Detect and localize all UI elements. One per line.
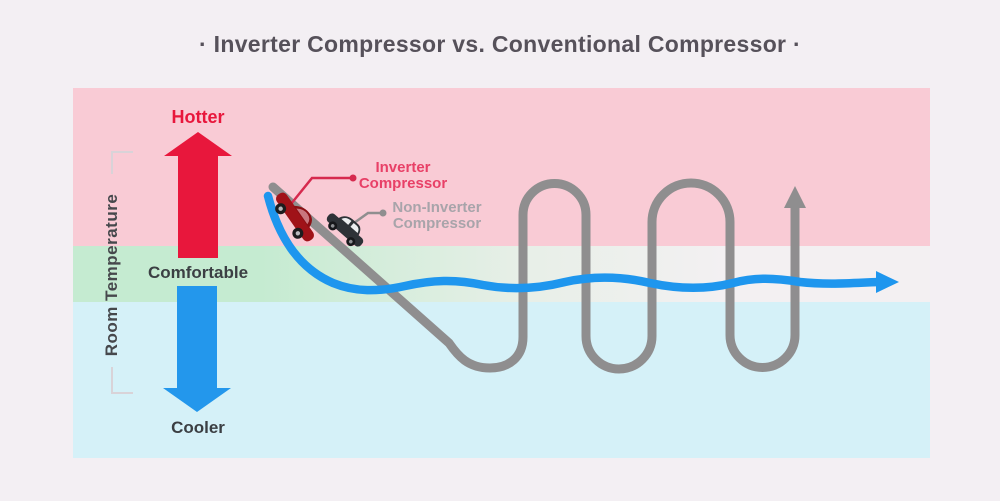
non-inverter-compressor-label: Non-Inverter Compressor [392, 200, 481, 232]
car-wheel-hub [330, 224, 335, 228]
room-temperature-axis-label: Room Temperature [102, 193, 121, 357]
car-cabin [337, 216, 361, 237]
non-inverter-callout-line [353, 211, 380, 225]
inverter-compressor-label-line1: Inverter [375, 159, 431, 176]
inverter-curve-arrowhead [876, 271, 899, 293]
car-window [341, 217, 352, 225]
inverter-compressor-label: Inverter Compressor [359, 160, 447, 192]
hotter-zone-label: Hotter [171, 107, 225, 127]
page-title: · Inverter Compressor vs. Conventional C… [199, 31, 801, 57]
car-wheel-hub [278, 206, 283, 211]
room-temperature-bracket [111, 151, 133, 394]
non-inverter-temperature-curve [268, 178, 800, 374]
red-sports-car-icon [275, 192, 315, 242]
cooler-down-arrow [163, 286, 231, 412]
inverter-compressor-label-line2: Compressor [358, 175, 448, 192]
non-inverter-curve-arrowhead [784, 186, 806, 208]
inverter-temperature-curve [263, 191, 882, 295]
inverter-callout-line [290, 176, 351, 205]
car-wheel-hub [348, 239, 353, 244]
comfortable-zone-label: Comfortable [147, 263, 249, 282]
car-window [296, 208, 310, 225]
hotter-up-arrow [164, 132, 232, 258]
car-body [275, 192, 315, 242]
non-inverter-callout-dot [379, 209, 387, 217]
cooler-zone-label: Cooler [171, 418, 225, 437]
dark-gray-car-icon [326, 213, 364, 247]
non-inverter-compressor-label-line2: Compressor [392, 215, 482, 232]
inverter-callout-dot [349, 174, 357, 182]
non-inverter-compressor-label-line1: Non-Inverter [392, 199, 482, 216]
car-window [350, 223, 359, 234]
car-body [326, 213, 364, 247]
car-wheel-hub [295, 231, 301, 236]
